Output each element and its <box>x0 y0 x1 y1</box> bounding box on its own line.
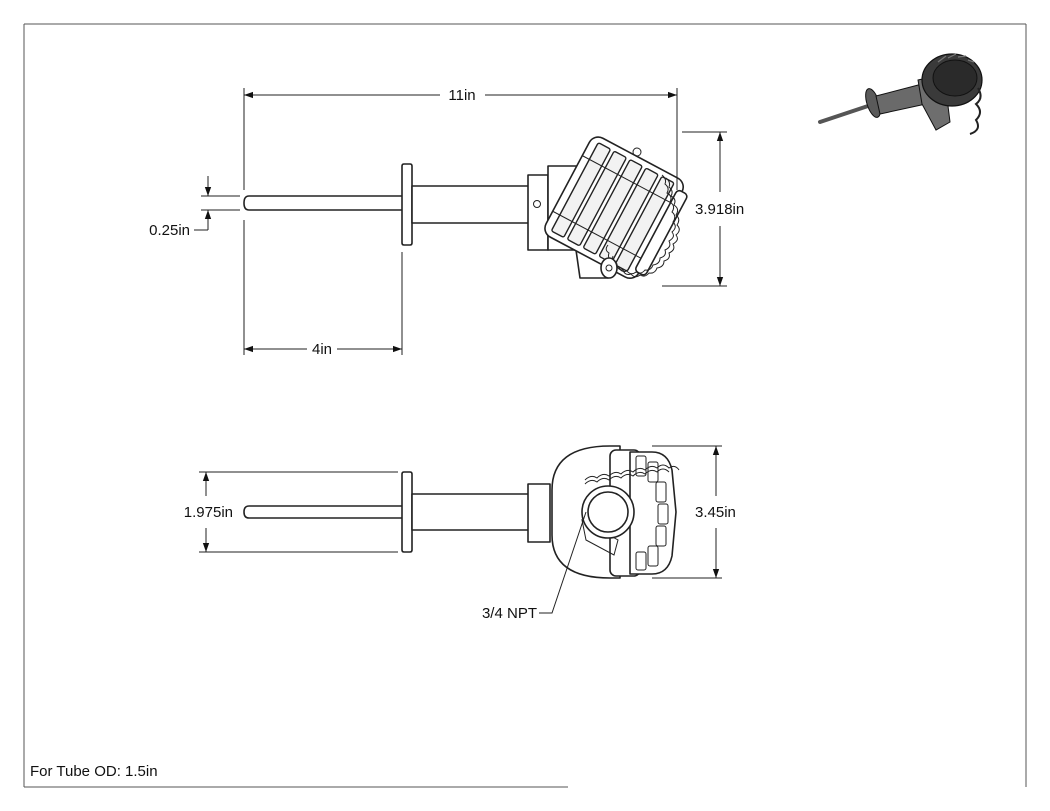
dim-flange-diameter: 1.975in <box>184 471 398 553</box>
isometric-view <box>818 53 983 135</box>
head-height-label: 3.918in <box>695 201 744 218</box>
dim-insertion-length: 4in <box>243 220 403 358</box>
callout-thread: 3/4 NPT <box>482 511 587 622</box>
dim-probe-diameter: 0.25in <box>149 176 240 239</box>
head-width-label: 3.45in <box>695 504 736 521</box>
plan-view <box>243 445 680 579</box>
probe-diameter-label: 0.25in <box>149 222 190 239</box>
dim-head-height: 3.918in <box>662 131 744 287</box>
overall-length-label: 11in <box>448 87 475 104</box>
side-view <box>243 136 688 280</box>
sheet-border <box>23 23 1027 788</box>
insertion-length-label: 4in <box>312 341 332 358</box>
flange-diameter-label: 1.975in <box>184 504 233 521</box>
dim-overall-length: 11in <box>243 87 678 190</box>
thread-callout-label: 3/4 NPT <box>482 605 537 622</box>
dim-head-width: 3.45in <box>652 445 736 579</box>
tube-od-note: For Tube OD: 1.5in <box>30 763 158 780</box>
